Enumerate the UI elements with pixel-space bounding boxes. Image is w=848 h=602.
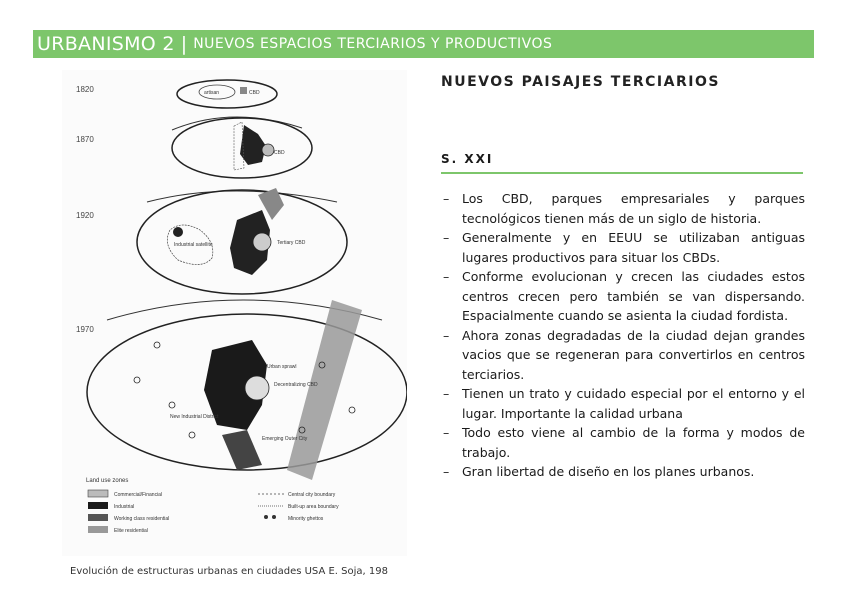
bullet-item: –Gran libertad de diseño en los planes u… [443,462,805,482]
bullet-item: –Generalmente y en EEUU se utilizaban an… [443,228,805,267]
figure-caption: Evolución de estructuras urbanas en ciud… [70,566,388,577]
label-artisan: artisan [204,90,219,96]
bullet-text: Todo esto viene al cambio de la forma y … [462,425,805,460]
year-label-1970: 1970 [76,325,94,334]
year-label-1870: 1870 [76,135,94,144]
bullet-text: Conforme evolucionan y crecen las ciudad… [462,269,805,323]
legend-item-builtup-boundary: Built-up area boundary [288,504,339,510]
bullet-marker: – [443,425,450,440]
bullet-text: Los CBD, parques empresariales y parques… [462,191,805,226]
legend-item-elite: Elite residential [114,528,148,534]
bullet-text: Tienen un trato y cuidado especial por e… [462,386,805,421]
label-cbd-1870: CBD [274,150,285,156]
bullet-marker: – [443,327,450,343]
bullet-marker: – [443,269,450,284]
urban-evolution-figure: 1820 1870 1920 1970 artisan CBD CBD I [62,70,407,556]
legend-item-industrial: Industrial [114,504,134,510]
bullet-text: Gran libertad de diseño en los planes ur… [462,464,755,479]
legend-item-working-class: Working class residential [114,516,169,522]
year-label-1820: 1820 [76,85,94,94]
label-cbd-1820: CBD [249,90,260,96]
label-industrial-satellite: Industrial satellite [174,242,213,248]
label-suburban: Urban sprawl [267,364,296,370]
bullet-item: –Los CBD, parques empresariales y parque… [443,189,805,228]
bullet-marker: – [443,464,450,479]
slide-title: NUEVOS PAISAJES TERCIARIOS [441,74,720,90]
bullet-item: –Conforme evolucionan y crecen las ciuda… [443,267,805,326]
legend-item-minority: Minority ghettos [288,516,324,522]
label-center-cbd: Decentralizing CBD [274,382,318,388]
stage-1920: Industrial satellite Tertiary CBD [136,188,348,295]
legend-item-central-boundary: Central city boundary [288,492,336,498]
stage-1820: artisan CBD [176,79,278,109]
bullet-item: –Todo esto viene al cambio de la forma y… [443,423,805,462]
section-divider [441,172,803,174]
header-bar: URBANISMO 2 | NUEVOS ESPACIOS TERCIARIOS… [33,30,814,58]
bullet-item: –Tienen un trato y cuidado especial por … [443,384,805,423]
bullet-list: –Los CBD, parques empresariales y parque… [443,189,805,482]
urban-evolution-diagram: 1820 1870 1920 1970 artisan CBD CBD I [76,79,407,534]
bullet-marker: – [443,191,450,206]
bullet-item: –Ahora zonas degradadas de la ciudad dej… [443,326,805,385]
label-new-industrial: New Industrial District [170,414,219,420]
stage-1870: CBD [171,116,313,179]
label-tertiary-cbd: Tertiary CBD [277,240,306,246]
legend-title: Land use zones [86,478,128,484]
year-label-1920: 1920 [76,211,94,220]
figure-legend: Land use zones Commercial/Financial Indu… [86,478,339,534]
bullet-text: Ahora zonas degradadas de la ciudad deja… [462,327,805,382]
bullet-text: Generalmente y en EEUU se utilizaban ant… [462,230,805,265]
bullet-marker: – [443,386,450,401]
header-separator: | [180,33,188,55]
label-outer-city: Emerging Outer City [262,436,308,442]
stage-1970: Urban sprawl Decentralizing CBD New Indu… [86,299,407,480]
header-main-title: URBANISMO 2 [37,33,175,55]
legend-item-commercial: Commercial/Financial [114,492,162,498]
bullet-marker: – [443,230,450,245]
section-heading: S. XXI [441,152,494,166]
header-subtitle: NUEVOS ESPACIOS TERCIARIOS Y PRODUCTIVOS [193,36,553,52]
